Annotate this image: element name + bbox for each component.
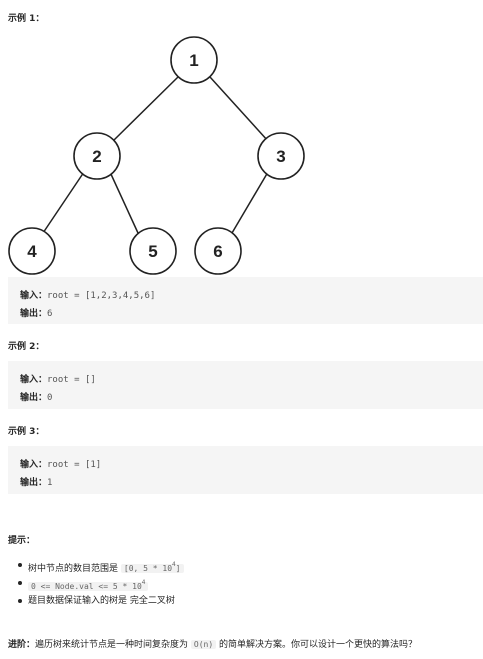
example2-output-line: 输出：0 bbox=[20, 389, 471, 407]
output-value: 1 bbox=[47, 478, 53, 488]
example3-code-block: 输入：root = [1] 输出：1 bbox=[8, 446, 483, 494]
input-label: 输入： bbox=[20, 375, 48, 385]
edge-2-5 bbox=[109, 171, 139, 234]
hints-heading: 提示： bbox=[8, 536, 36, 546]
hints-list: 树中节点的数目范围是 [0, 5 * 104] 0 <= Node.val <=… bbox=[18, 556, 184, 610]
example3-heading: 示例 3： bbox=[8, 427, 45, 437]
tree-node-label: 4 bbox=[27, 242, 37, 261]
edge-1-3 bbox=[209, 76, 269, 142]
followup-text-after: 的简单解决方案。你可以设计一个更快的算法吗？ bbox=[216, 640, 418, 650]
hint-code: 0 <= Node.val <= 5 * 104 bbox=[28, 579, 149, 591]
hint-text: 题目数据保证输入的树是 bbox=[28, 596, 130, 606]
hint-code-exponent: 4 bbox=[172, 561, 176, 568]
edge-1-2 bbox=[112, 76, 179, 142]
tree-node-label: 2 bbox=[92, 147, 101, 166]
tree-node-3: 3 bbox=[257, 132, 305, 180]
followup-code: O(n) bbox=[190, 640, 217, 649]
hint-code-exponent: 4 bbox=[141, 579, 146, 586]
hint-item-node-val: 0 <= Node.val <= 5 * 104 bbox=[18, 574, 184, 592]
tree-node-label: 5 bbox=[148, 242, 157, 261]
output-label: 输出： bbox=[20, 478, 48, 488]
hint-item-complete-tree: 题目数据保证输入的树是 完全二叉树 bbox=[18, 592, 184, 610]
output-value: 6 bbox=[47, 309, 53, 319]
followup-text: 进阶：遍历树来统计节点是一种时间复杂度为 O(n) 的简单解决方案。你可以设计一… bbox=[8, 637, 417, 650]
example1-input-line: 输入：root = [1,2,3,4,5,6] bbox=[20, 287, 471, 305]
hint-text: 树中节点的数目范围是 bbox=[28, 564, 121, 574]
hint-code-base: 0 <= Node.val <= 5 * 10 bbox=[31, 582, 142, 591]
input-value: root = [] bbox=[47, 375, 96, 385]
hint-code-end: ] bbox=[175, 564, 181, 573]
input-value: root = [1,2,3,4,5,6] bbox=[47, 291, 156, 301]
example2-code-block: 输入：root = [] 输出：0 bbox=[8, 361, 483, 409]
tree-node-6: 6 bbox=[194, 227, 242, 275]
input-label: 输入： bbox=[20, 291, 48, 301]
tree-node-label: 6 bbox=[213, 242, 222, 261]
edge-2-4 bbox=[42, 171, 85, 234]
followup-label: 进阶： bbox=[8, 640, 36, 650]
output-value: 0 bbox=[47, 393, 53, 403]
hint-code: [0, 5 * 104] bbox=[120, 561, 184, 573]
followup-text-before: 遍历树来统计节点是一种时间复杂度为 bbox=[35, 640, 191, 650]
example3-input-line: 输入：root = [1] bbox=[20, 456, 471, 474]
input-value: root = [1] bbox=[47, 460, 102, 470]
tree-node-2: 2 bbox=[73, 132, 121, 180]
example3-output-line: 输出：1 bbox=[20, 474, 471, 492]
hint-code-base: [0, 5 * 10 bbox=[123, 564, 173, 573]
tree-node-label: 3 bbox=[276, 147, 285, 166]
input-label: 输入： bbox=[20, 460, 48, 470]
example1-code-block: 输入：root = [1,2,3,4,5,6] 输出：6 bbox=[8, 277, 483, 324]
output-label: 输出： bbox=[20, 309, 48, 319]
hint-item-node-count: 树中节点的数目范围是 [0, 5 * 104] bbox=[18, 556, 184, 574]
example1-output-line: 输出：6 bbox=[20, 305, 471, 323]
tree-node-5: 5 bbox=[129, 227, 177, 275]
example1-heading: 示例 1： bbox=[8, 14, 45, 24]
tree-node-label: 1 bbox=[189, 51, 198, 70]
example2-heading: 示例 2： bbox=[8, 342, 45, 352]
hint-bold-text: 完全二叉树 bbox=[129, 596, 175, 606]
binary-tree-diagram: 1 2 3 4 5 6 bbox=[8, 36, 305, 275]
tree-node-1: 1 bbox=[170, 36, 218, 84]
output-label: 输出： bbox=[20, 393, 48, 403]
example2-input-line: 输入：root = [] bbox=[20, 371, 471, 389]
tree-node-4: 4 bbox=[8, 227, 56, 275]
edge-3-6 bbox=[231, 171, 269, 234]
